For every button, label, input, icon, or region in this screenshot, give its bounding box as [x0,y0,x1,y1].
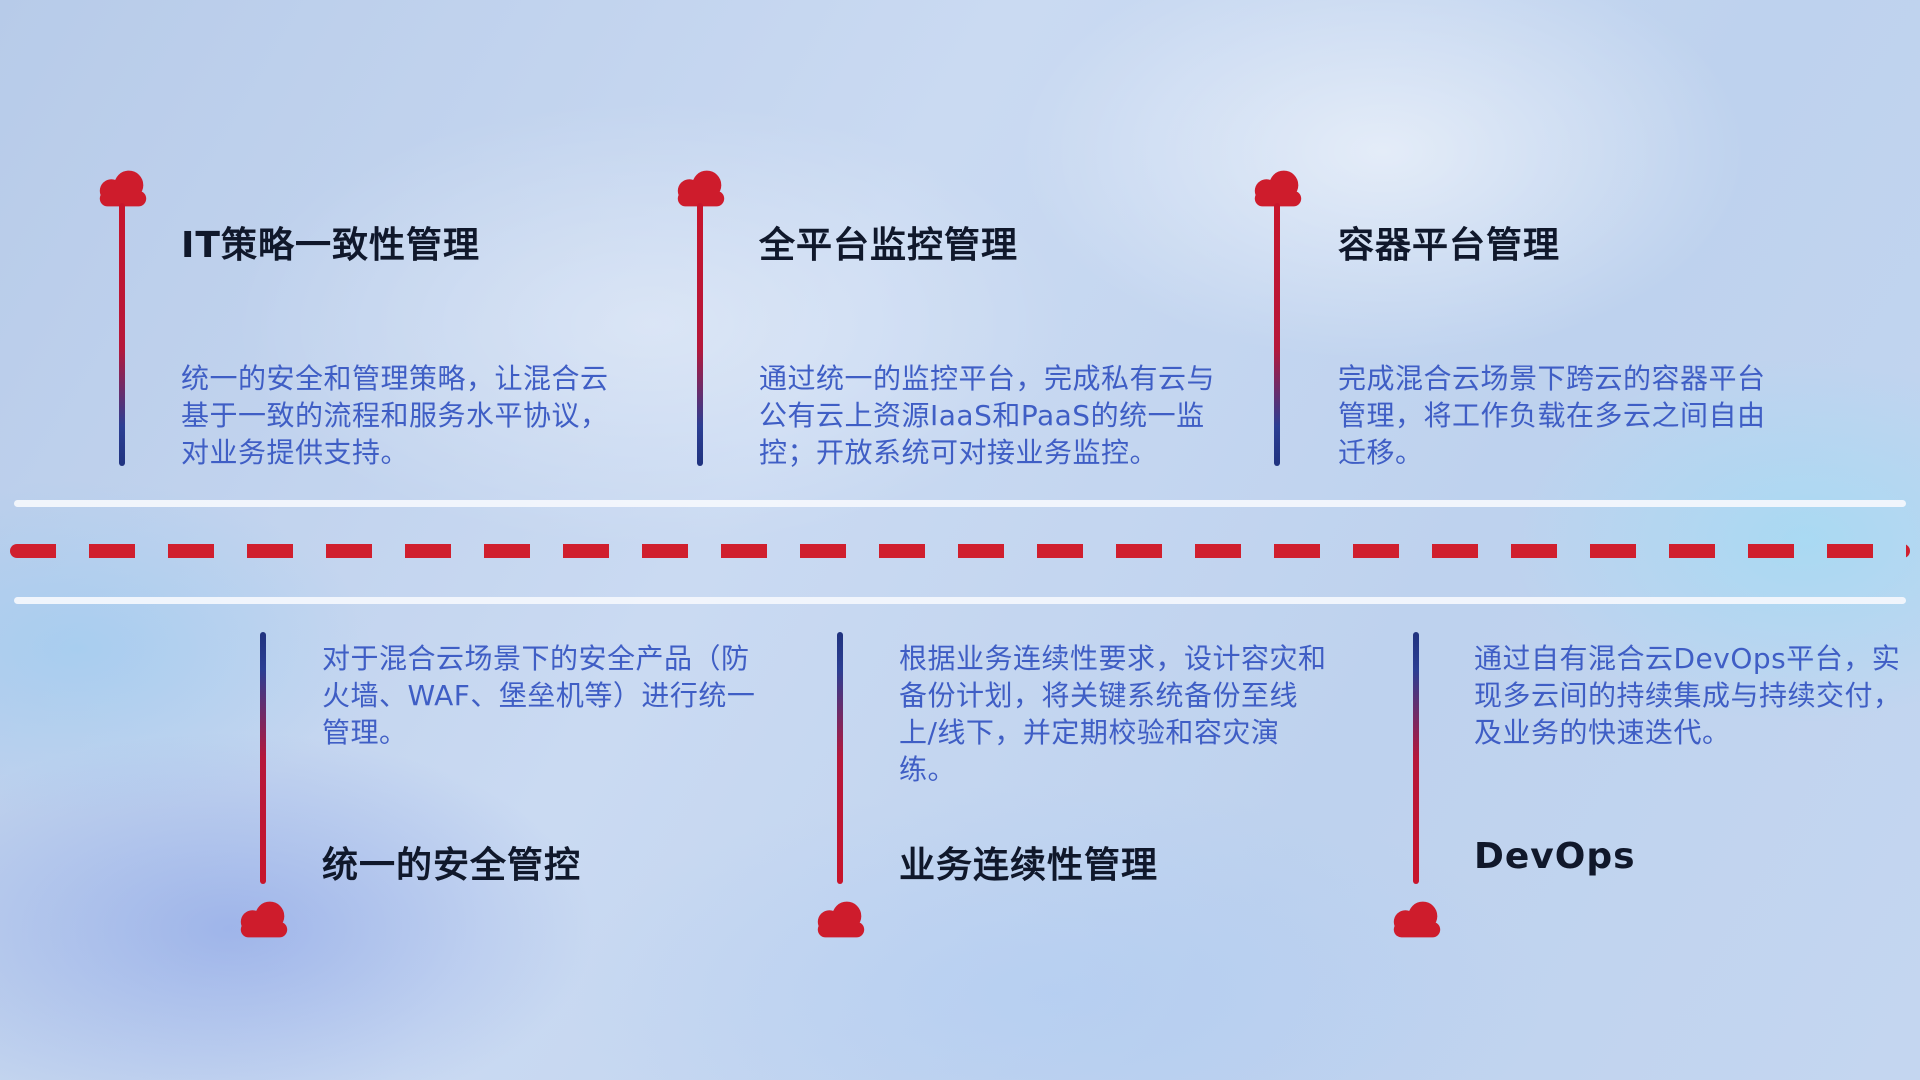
pin-stem [119,203,125,466]
feature-description-container-platform: 完成混合云场景下跨云的容器平台管理，将工作负载在多云之间自由迁移。 [1338,362,1766,469]
pin-stem [260,632,266,884]
feature-title-container-platform: 容器平台管理 [1338,225,1561,266]
cloud-icon [235,898,293,938]
pin-stem [1413,632,1419,884]
cloud-icon [812,898,870,938]
feature-description-devops: 通过自有混合云DevOps平台，实现多云间的持续集成与持续交付，及业务的快速迭代… [1474,642,1902,749]
cloud-icon [94,167,152,207]
feature-title-monitoring: 全平台监控管理 [759,225,1019,266]
road-top-edge [14,500,1906,507]
road-center-dashed-line [10,544,1910,558]
feature-title-it-policy: IT策略一致性管理 [181,225,480,266]
pin-stem [837,632,843,884]
cloud-icon [1249,167,1307,207]
feature-description-business-continuity: 根据业务连续性要求，设计容灾和备份计划，将关键系统备份至线上/线下，并定期校验和… [899,642,1327,786]
feature-description-it-policy: 统一的安全和管理策略，让混合云基于一致的流程和服务水平协议，对业务提供支持。 [181,362,609,469]
feature-title-business-continuity: 业务连续性管理 [899,845,1159,886]
cloud-icon [672,167,730,207]
pin-stem [697,203,703,466]
cloud-icon [1388,898,1446,938]
feature-title-security: 统一的安全管控 [322,845,582,886]
feature-description-monitoring: 通过统一的监控平台，完成私有云与公有云上资源IaaS和PaaS的统一监控；开放系… [759,362,1216,469]
pin-stem [1274,203,1280,466]
feature-title-devops: DevOps [1474,836,1636,877]
road-bottom-edge [14,597,1906,604]
feature-description-security: 对于混合云场景下的安全产品（防火墙、WAF、堡垒机等）进行统一管理。 [322,642,756,749]
